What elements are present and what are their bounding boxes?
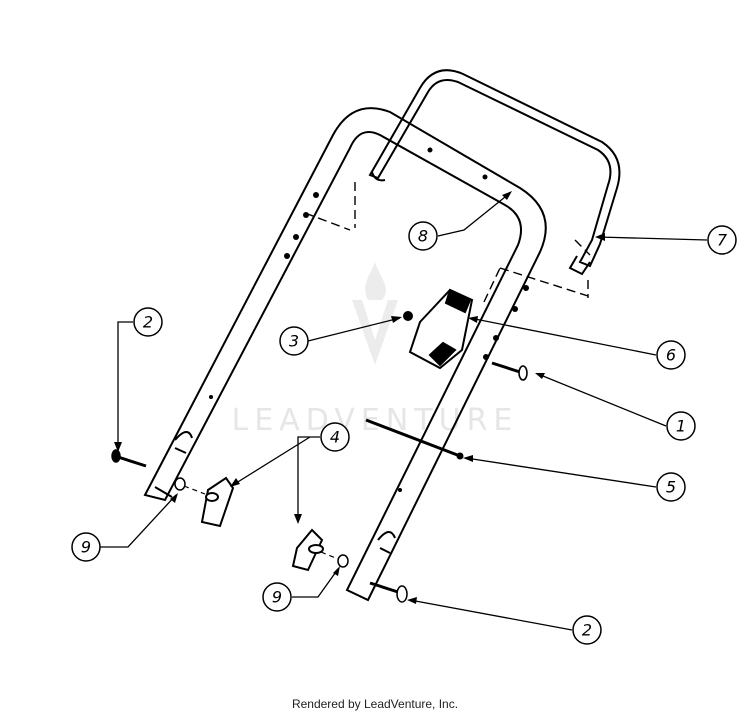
wing-knob-left	[200, 476, 235, 528]
callout-2-bottom: 2	[572, 615, 602, 645]
handle-holes	[209, 147, 529, 492]
arrow-heads	[114, 191, 605, 604]
assembly-dashes	[183, 485, 339, 560]
callout-label: 3	[289, 332, 299, 351]
cable-clip	[408, 288, 474, 370]
callout-1: 1	[666, 411, 696, 441]
callout-8: 8	[408, 221, 438, 251]
callout-label: 2	[143, 313, 153, 332]
callout-label: 5	[666, 478, 676, 497]
control-cable	[365, 418, 464, 460]
callout-4: 4	[320, 422, 350, 452]
upper-handle	[368, 69, 621, 276]
callout-3: 3	[279, 326, 309, 356]
callout-2-top: 2	[133, 307, 163, 337]
callout-9-left: 9	[71, 532, 101, 562]
carriage-bolt	[491, 361, 528, 381]
callout-9-bottom: 9	[262, 582, 292, 612]
bolt-bottom	[369, 581, 408, 603]
watermark-logo-icon	[352, 262, 398, 365]
washers	[174, 477, 349, 568]
callout-label: 1	[676, 417, 686, 436]
callout-label: 4	[330, 428, 340, 447]
watermark: LEADVENTURE	[232, 262, 519, 438]
callout-label: 9	[272, 588, 282, 607]
callout-label: 6	[666, 346, 676, 365]
wing-knob-right	[291, 528, 324, 572]
render-credit: Rendered by LeadVenture, Inc.	[291, 697, 459, 711]
callout-label: 8	[418, 227, 428, 246]
callout-label: 9	[81, 538, 91, 557]
callout-5: 5	[656, 472, 686, 502]
alignment-lines	[304, 182, 591, 303]
bolt-left	[111, 449, 147, 468]
watermark-text: LEADVENTURE	[232, 403, 519, 438]
callout-label: 2	[582, 621, 592, 640]
lower-handle	[143, 107, 547, 602]
callout-label: 7	[717, 231, 728, 250]
callout-7: 7	[707, 225, 737, 255]
leader-lines	[100, 192, 708, 631]
hex-nut	[403, 311, 413, 321]
callout-6: 6	[656, 340, 686, 370]
